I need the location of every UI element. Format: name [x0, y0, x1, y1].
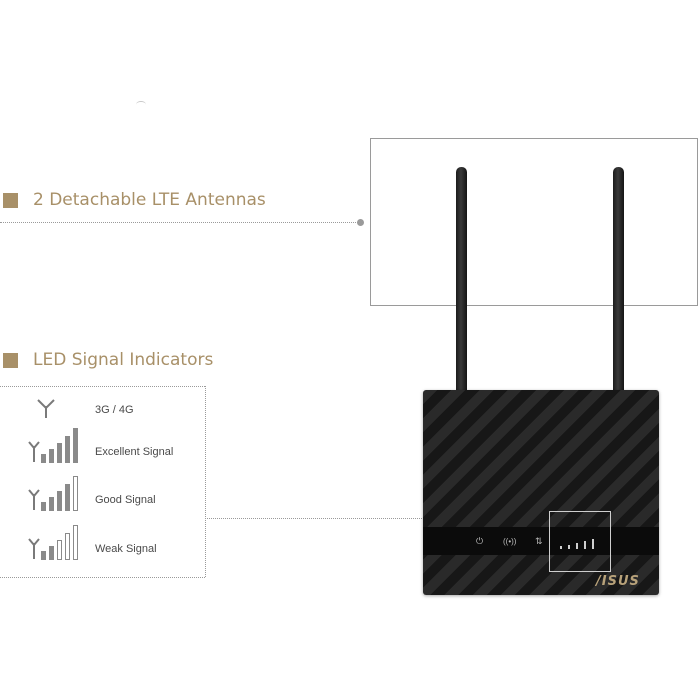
lte-icon: ⇅ [535, 536, 543, 546]
antennas-bullet [3, 193, 18, 208]
antenna-right [613, 167, 624, 392]
excellent-signal-icon [28, 428, 78, 463]
antenna-icon [37, 399, 55, 418]
good-signal-icon [28, 476, 78, 511]
antennas-title: 2 Detachable LTE Antennas [33, 190, 266, 210]
brand-logo: /ISUS [596, 574, 640, 589]
wireless-icon: ((•)) [503, 537, 517, 546]
top-mark [136, 101, 146, 108]
legend-label-weak: Weak Signal [95, 543, 157, 555]
antennas-leader-pin [357, 219, 364, 226]
antenna-left [456, 167, 467, 392]
power-icon: ⏻ [476, 536, 484, 546]
led-leader-line [205, 518, 538, 519]
legend-label-good: Good Signal [95, 494, 156, 506]
router-led-strip [423, 527, 659, 555]
antennas-leader-line [0, 222, 358, 223]
led-bullet [3, 353, 18, 368]
legend-frame-right [205, 386, 206, 577]
legend-frame-top [0, 386, 205, 387]
legend-label-3g4g: 3G / 4G [95, 404, 134, 416]
led-title: LED Signal Indicators [33, 350, 214, 370]
legend-label-excellent: Excellent Signal [95, 446, 174, 458]
router-body [423, 390, 659, 595]
led-highlight-box [549, 511, 611, 572]
weak-signal-icon [28, 525, 78, 560]
antenna-highlight-box [370, 138, 698, 306]
legend-frame-bottom [0, 577, 205, 578]
signal-bars-icon [560, 537, 600, 549]
